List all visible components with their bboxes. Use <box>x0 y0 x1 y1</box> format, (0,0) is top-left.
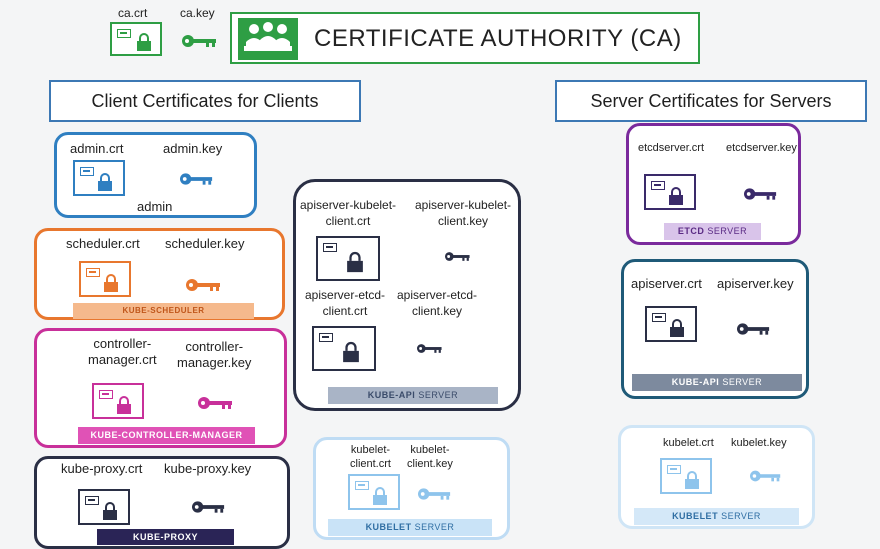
api-certificate-icon <box>645 306 697 342</box>
kubelet-client-key-icon <box>418 488 451 500</box>
controller-key-icon <box>198 397 232 409</box>
api-key-label: apiserver.key <box>717 276 794 291</box>
server-section-title: Server Certificates for Servers <box>555 80 867 122</box>
ca-key-icon <box>182 35 216 47</box>
kubelet-key-icon <box>750 470 781 482</box>
client-section-title: Client Certificates for Clients <box>49 80 361 122</box>
kubelet-server-component-label: KUBELET SERVER <box>634 508 799 525</box>
apiserver-kubelet-key-icon <box>445 252 470 261</box>
etcd-key-label: etcdserver.key <box>726 142 797 154</box>
admin-name-label: admin <box>137 199 173 214</box>
scheduler-key-icon <box>186 279 220 291</box>
proxy-crt-label: kube-proxy.crt <box>61 461 143 476</box>
apiserver-kubelet-certificate-icon <box>316 236 380 281</box>
api-server-component-label: KUBE-API SERVER <box>632 374 802 391</box>
kubelet-client-certificate-icon <box>348 474 400 510</box>
kubelet-client-component-label: KUBELET SERVER <box>328 519 492 536</box>
ca-title-box: CERTIFICATE AUTHORITY (CA) <box>230 12 700 64</box>
kubelet-client-crt-label: kubelet-client.crt <box>350 444 391 470</box>
scheduler-crt-label: scheduler.crt <box>66 236 140 251</box>
controller-crt-label: controller-manager.crt <box>88 336 157 367</box>
proxy-key-label: kube-proxy.key <box>164 461 252 476</box>
etcd-certificate-icon <box>644 174 696 210</box>
kubelet-certificate-icon <box>660 458 712 494</box>
kubelet-client-key-label: kubelet-client.key <box>407 444 453 470</box>
apiserver-kubelet-key-label: apiserver-kubelet-client.key <box>415 198 512 228</box>
apiserver-etcd-key-label: apiserver-etcd-client.key <box>397 288 478 318</box>
apiserver-etcd-key-icon <box>417 344 442 353</box>
controller-certificate-icon <box>92 383 144 419</box>
etcd-crt-label: etcdserver.crt <box>638 142 705 154</box>
api-crt-label: apiserver.crt <box>631 276 702 291</box>
apiserver-client-box <box>293 179 521 411</box>
ca-key-label: ca.key <box>180 6 215 20</box>
apiserver-client-component-label: KUBE-API SERVER <box>328 387 498 404</box>
ca-certificate-icon <box>110 22 162 56</box>
group-icon <box>238 18 298 60</box>
controller-component-label: KUBE-CONTROLLER-MANAGER <box>78 427 255 444</box>
scheduler-certificate-icon <box>79 261 131 297</box>
ca-title: CERTIFICATE AUTHORITY (CA) <box>314 25 682 52</box>
etcd-component-label: ETCD SERVER <box>664 223 761 240</box>
admin-key-icon <box>180 173 213 185</box>
proxy-component-label: KUBE-PROXY <box>97 529 234 545</box>
proxy-certificate-icon <box>78 489 130 525</box>
admin-crt-label: admin.crt <box>70 141 124 156</box>
ca-crt-label: ca.crt <box>118 6 148 20</box>
apiserver-etcd-crt-label: apiserver-etcd-client.crt <box>305 288 386 318</box>
scheduler-component-label: KUBE-SCHEDULER <box>73 303 254 319</box>
admin-certificate-icon <box>73 160 125 196</box>
admin-key-label: admin.key <box>163 141 223 156</box>
controller-key-label: controller-manager.key <box>177 339 252 370</box>
etcd-key-icon <box>744 188 777 200</box>
apiserver-kubelet-crt-label: apiserver-kubelet-client.crt <box>300 198 397 228</box>
proxy-key-icon <box>192 501 225 513</box>
api-key-icon <box>737 323 770 335</box>
kubelet-crt-label: kubelet.crt <box>663 437 714 449</box>
apiserver-etcd-certificate-icon <box>312 326 376 371</box>
scheduler-key-label: scheduler.key <box>165 236 245 251</box>
kubelet-key-label: kubelet.key <box>731 437 787 449</box>
